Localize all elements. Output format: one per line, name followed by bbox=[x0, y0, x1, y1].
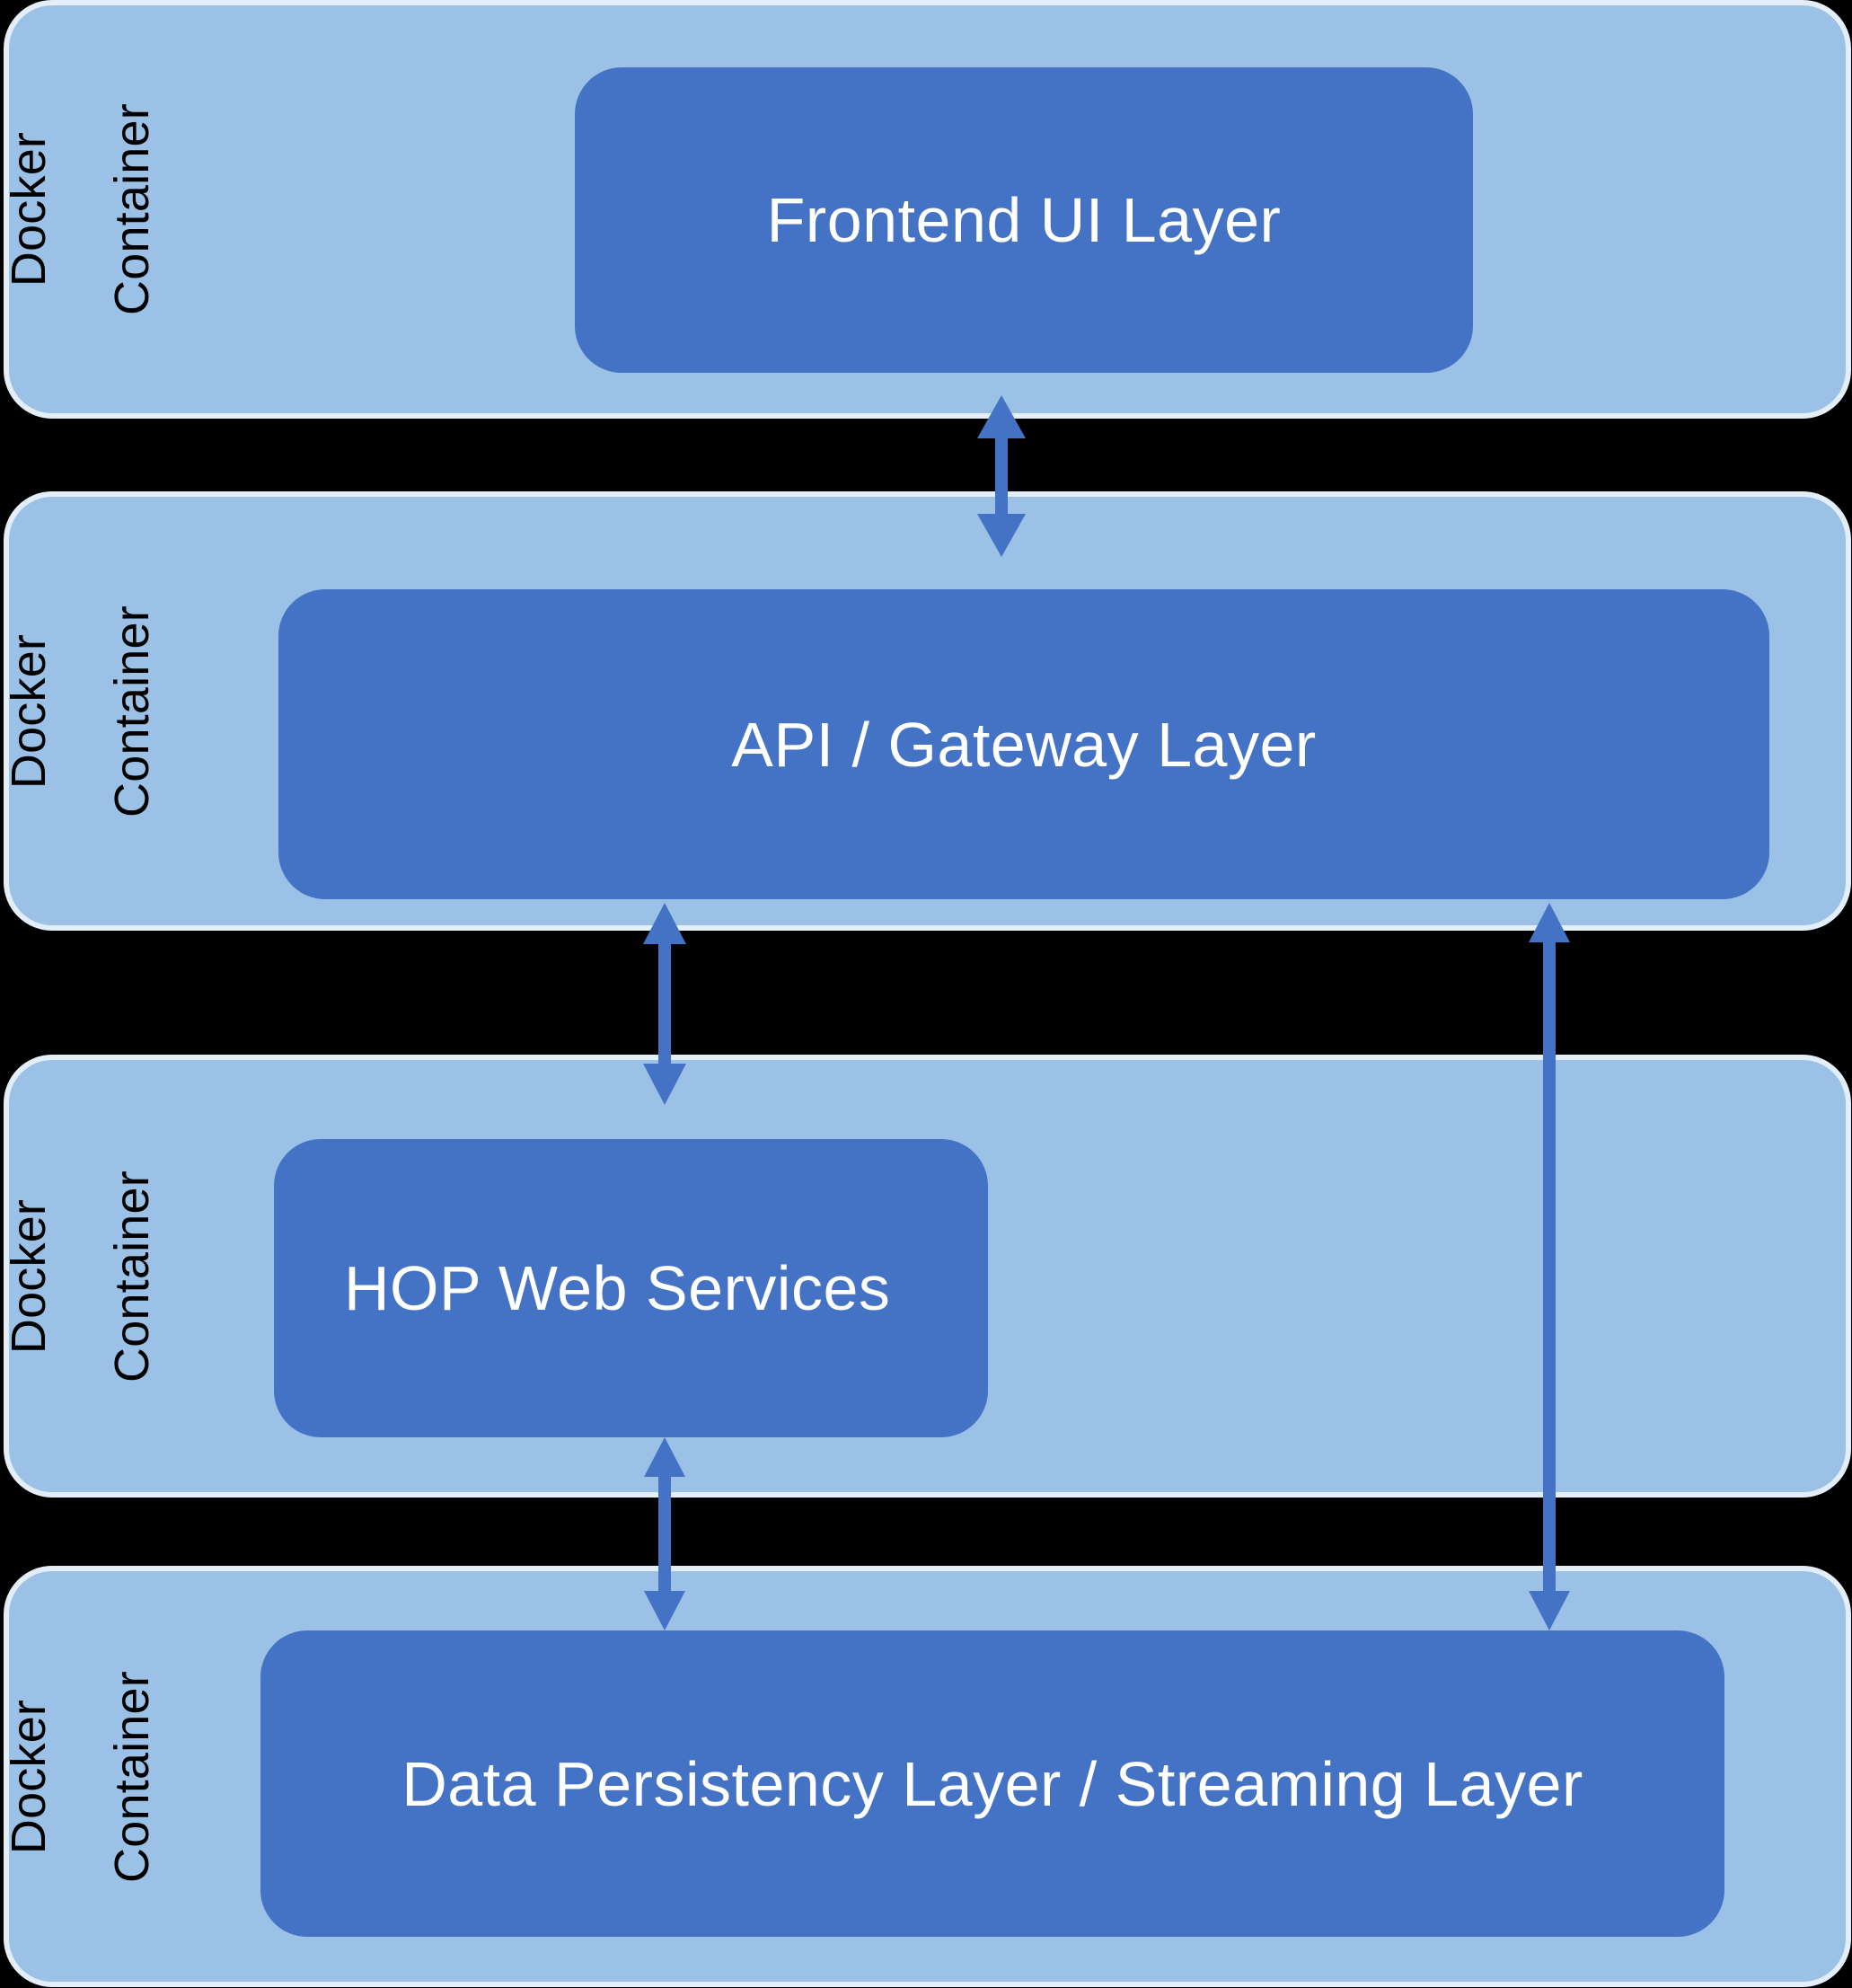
docker-label-line1: Docker bbox=[2, 1198, 57, 1354]
docker-container-label: Docker Container bbox=[0, 1588, 209, 1966]
layer-label-hop-web-services: HOP Web Services bbox=[344, 1253, 891, 1323]
docker-container-label: Docker Container bbox=[0, 523, 209, 900]
docker-container-api: Docker Container API / Gateway Layer bbox=[2, 497, 1846, 925]
docker-container-frontend: Docker Container Frontend UI Layer bbox=[2, 5, 1846, 413]
layer-label-data-persistency: Data Persistency Layer / Streaming Layer bbox=[401, 1748, 1583, 1819]
layer-box-frontend-ui[interactable]: Frontend UI Layer bbox=[575, 67, 1473, 373]
docker-container-label: Docker Container bbox=[0, 21, 209, 398]
layer-box-api-gateway[interactable]: API / Gateway Layer bbox=[278, 589, 1769, 899]
docker-container-label: Docker Container bbox=[0, 1088, 209, 1465]
layer-box-data-persistency[interactable]: Data Persistency Layer / Streaming Layer bbox=[260, 1630, 1724, 1937]
docker-label-line1: Docker bbox=[2, 131, 57, 287]
docker-label-line1: Docker bbox=[2, 633, 57, 789]
layer-label-frontend-ui: Frontend UI Layer bbox=[766, 185, 1282, 255]
docker-label-line2: Container bbox=[104, 1670, 159, 1883]
docker-label-line1: Docker bbox=[2, 1699, 57, 1854]
docker-label-line2: Container bbox=[104, 103, 159, 315]
docker-label-line2: Container bbox=[104, 1170, 159, 1383]
docker-container-hop: Docker Container HOP Web Services bbox=[2, 1060, 1846, 1492]
layer-box-hop-web-services[interactable]: HOP Web Services bbox=[274, 1139, 988, 1437]
layer-label-api-gateway: API / Gateway Layer bbox=[731, 709, 1317, 780]
docker-label-line2: Container bbox=[104, 605, 159, 817]
docker-container-data: Docker Container Data Persistency Layer … bbox=[2, 1571, 1846, 1982]
